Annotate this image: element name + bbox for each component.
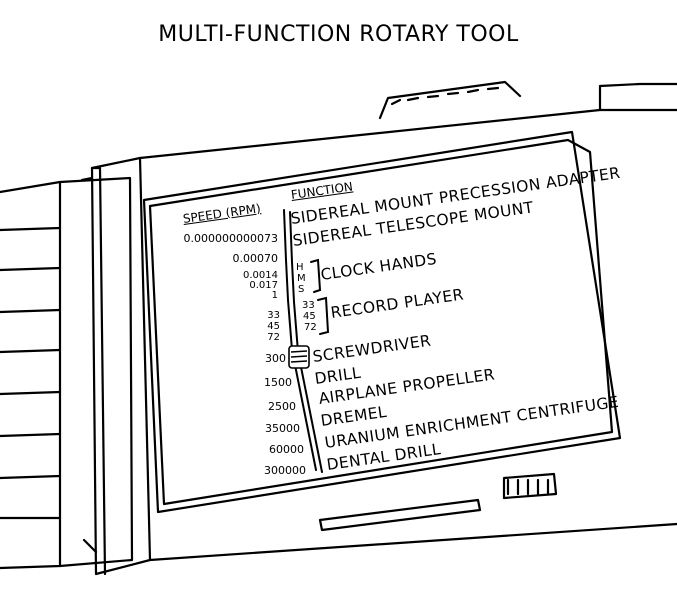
comic-title: MULTI-FUNCTION ROTARY TOOL xyxy=(158,22,519,47)
speed-label: 1500 xyxy=(264,376,292,389)
speed-label: 1 xyxy=(271,290,278,301)
clock-sub-label: M xyxy=(297,273,306,284)
display-screen xyxy=(148,138,614,506)
speed-label: 2500 xyxy=(268,400,296,413)
speed-label: 300000 xyxy=(264,464,306,477)
clock-sub-label: H xyxy=(296,262,304,273)
speed-label: 72 xyxy=(267,332,280,343)
tool-body xyxy=(90,108,677,576)
speed-label: 0.00070 xyxy=(232,252,279,265)
tool-grip xyxy=(0,176,134,570)
speed-label: 0.0014 xyxy=(243,270,278,281)
clock-sub-label: S xyxy=(298,284,305,295)
speed-label: 300 xyxy=(265,352,286,365)
speed-label: 60000 xyxy=(269,443,304,456)
speed-selector-knob xyxy=(288,345,310,369)
speed-label: 0.017 xyxy=(249,280,278,291)
record-sub-label: 33 xyxy=(302,300,315,311)
speed-label: 35000 xyxy=(265,422,300,435)
port-vents xyxy=(502,472,558,500)
record-sub-label: 45 xyxy=(303,311,316,322)
top-button xyxy=(378,80,522,120)
speed-label: 33 xyxy=(267,310,280,321)
record-sub-label: 72 xyxy=(304,322,317,333)
speed-label: 45 xyxy=(267,321,280,332)
speed-label: 0.000000000073 xyxy=(183,232,278,245)
